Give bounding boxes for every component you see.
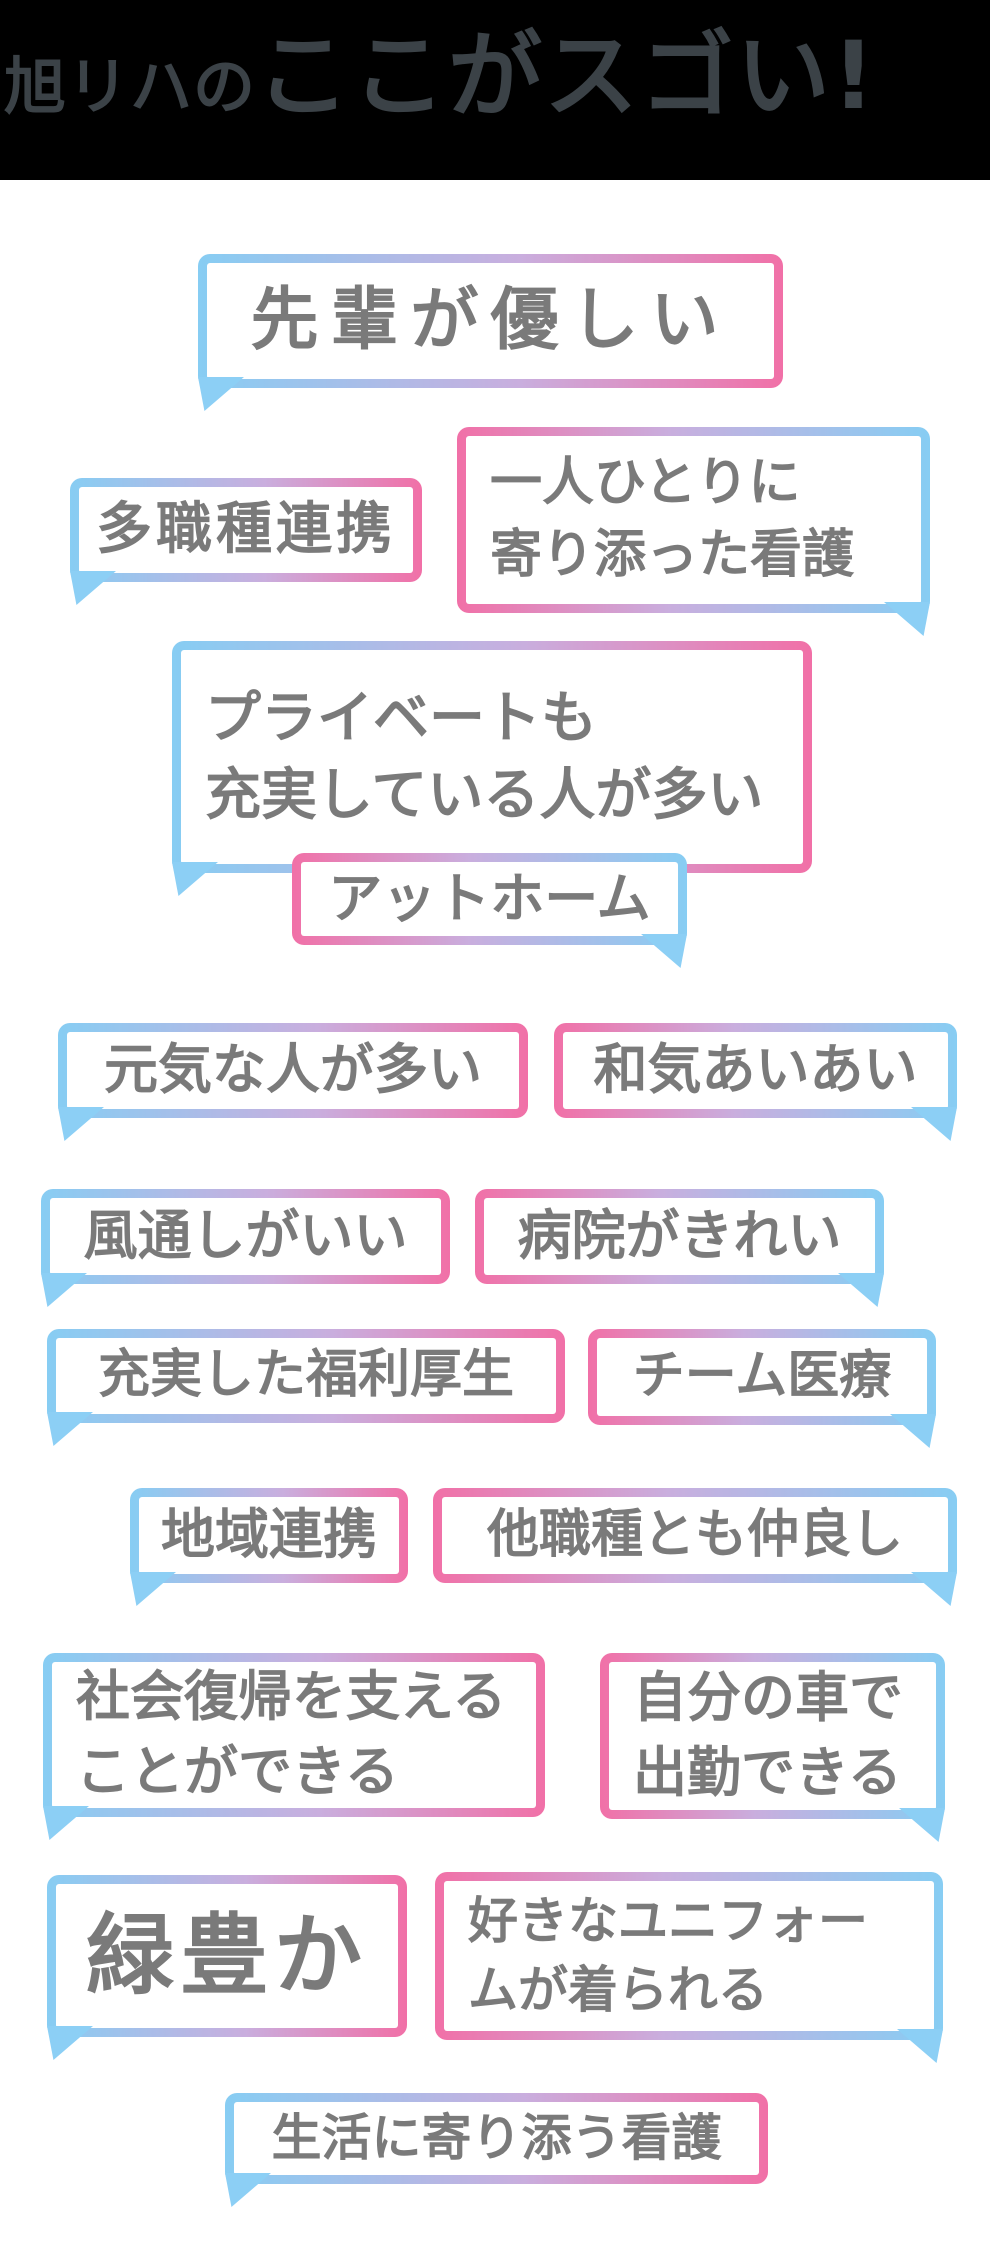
bubble-text: 充実した福利厚生 [97,1345,514,1406]
speech-bubble-14: 社会復帰を支える ことができる [43,1653,545,1840]
speech-bubble-1: 先輩が優しい [198,254,783,411]
speech-bubble-12: 地域連携 [130,1488,408,1606]
speech-bubble-11: チーム医療 [588,1329,936,1448]
bubble-text: 他職種とも仲良し [486,1504,903,1565]
page-title: 旭リハの ここがスゴい! [4,30,877,135]
bubble-tail [899,1808,945,1842]
header-banner: 旭リハの ここがスゴい! [0,0,990,180]
speech-bubble-15: 自分の車で 出勤できる [600,1653,945,1842]
bubble-tail [911,1572,957,1606]
bubble-text: 一人ひとりに 寄り添った看護 [490,453,855,585]
bubble-text: 和気あいあい [593,1038,918,1102]
speech-bubble-10: 充実した福利厚生 [47,1329,565,1446]
speech-bubble-4: プライベートも 充実している人が多い [172,641,812,896]
speech-bubble-8: 風通しがいい [41,1189,450,1307]
bubble-tail [884,602,930,636]
bubble-text: 多職種連携 [96,497,396,563]
speech-bubble-18: 生活に寄り添う看護 [225,2093,768,2207]
speech-bubble-13: 他職種とも仲良し [433,1488,957,1606]
bubble-tail [70,571,116,605]
speech-bubble-17: 好きなユニフォー ムが着られる [435,1872,943,2063]
bubble-tail [47,1412,93,1446]
bubble-text: プライベートも 充実している人が多い [205,685,764,828]
bubble-tail [58,1107,104,1141]
bubble-text: 先輩が優しい [250,281,731,361]
page-title-prefix: 旭リハの [4,50,257,123]
bubble-tail [172,862,218,896]
bubble-tail [225,2173,271,2207]
bubble-tail [641,934,687,968]
bubble-text: 緑豊か [85,1904,368,2008]
bubble-tail [897,2029,943,2063]
bubble-text: 生活に寄り添う看護 [271,2109,722,2167]
page-title-main: ここがスゴい! [256,22,877,131]
bubble-tail [890,1414,936,1448]
bubble-tail [838,1273,884,1307]
bubble-tail [198,377,244,411]
bubble-text: 風通しがいい [83,1204,408,1268]
speech-bubble-6: 元気な人が多い [58,1023,528,1141]
bubble-text: 元気な人が多い [104,1038,482,1102]
bubble-text: 地域連携 [161,1503,377,1567]
bubble-text: アットホーム [328,866,651,930]
speech-bubble-3: 一人ひとりに 寄り添った看護 [457,427,930,636]
bubble-tail [47,2026,93,2060]
bubble-text: 自分の車で 出勤できる [633,1666,903,1804]
speech-bubble-7: 和気あいあい [554,1023,957,1141]
speech-bubble-2: 多職種連携 [70,478,422,605]
bubble-text: チーム医療 [632,1346,892,1407]
bubble-tail [911,1107,957,1141]
speech-bubble-16: 緑豊か [47,1875,407,2060]
speech-bubble-5: アットホーム [292,853,687,968]
bubble-text: 病院がきれい [517,1204,842,1268]
bubble-tail [130,1572,176,1606]
bubble-text: 社会復帰を支える ことができる [76,1665,507,1803]
bubble-text: 好きなユニフォー ムが着られる [468,1892,868,2019]
speech-bubble-9: 病院がきれい [475,1189,884,1307]
bubble-tail [43,1806,89,1840]
bubble-tail [41,1273,87,1307]
